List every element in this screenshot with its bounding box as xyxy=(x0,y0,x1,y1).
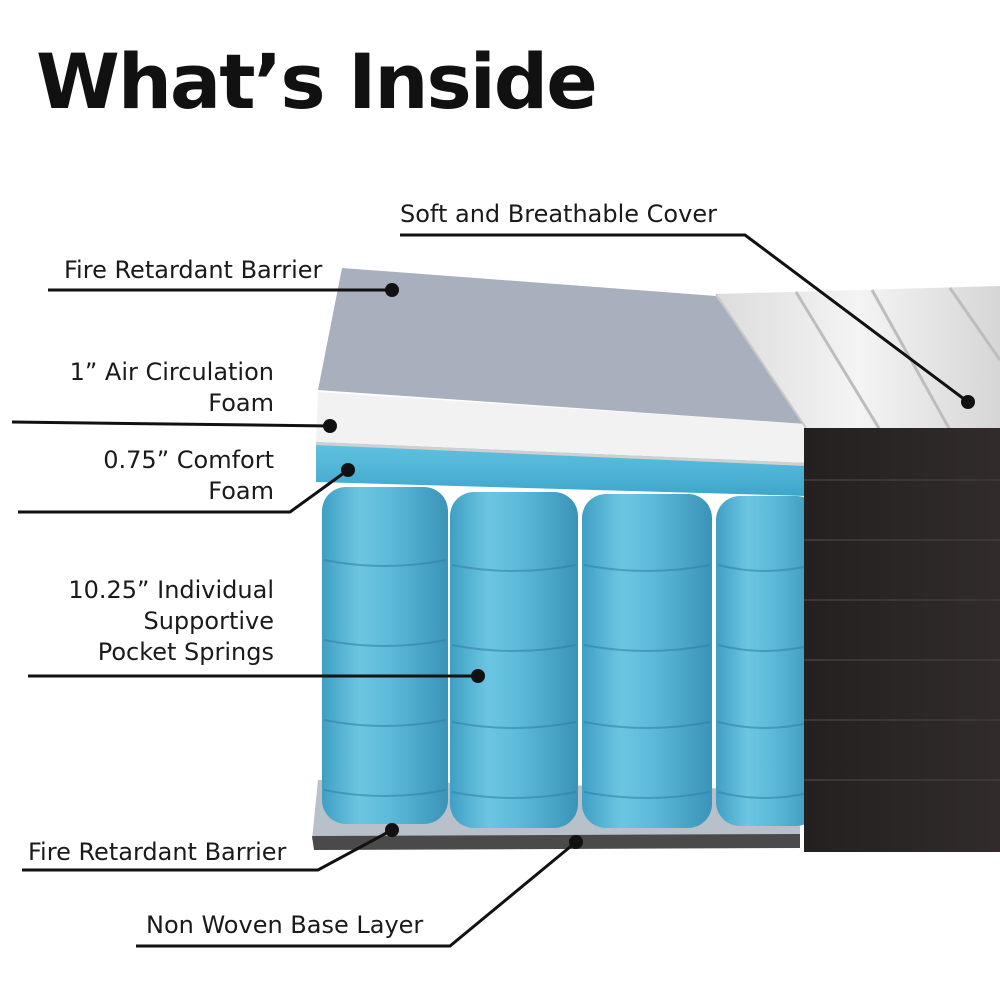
label-cover: Soft and Breathable Cover xyxy=(400,200,717,228)
pocket-spring xyxy=(582,494,712,828)
marker-dot-base xyxy=(569,835,583,849)
page-title: What’s Inside xyxy=(36,37,598,126)
pocket-spring xyxy=(450,492,578,828)
leader-line-comfort-foam xyxy=(18,468,349,514)
label-fire-barrier-top: Fire Retardant Barrier xyxy=(64,256,323,284)
air-circulation-foam-layer xyxy=(316,392,806,466)
leader-line-base xyxy=(136,840,577,948)
label-fire-barrier-bottom: Fire Retardant Barrier xyxy=(28,838,287,866)
leader-line-fire-bottom xyxy=(22,828,393,872)
marker-dot-fire-top xyxy=(385,283,399,297)
pocket-spring xyxy=(322,487,448,824)
marker-dot-springs xyxy=(471,669,485,683)
label-air-foam: 1” Air Circulation Foam xyxy=(69,358,274,417)
label-comfort-foam: 0.75” Comfort Foam xyxy=(103,446,274,505)
pocket-spring xyxy=(716,496,820,826)
label-base-layer: Non Woven Base Layer xyxy=(146,911,424,939)
leader-line-cover xyxy=(400,233,969,404)
marker-dot-air-foam xyxy=(323,419,337,433)
marker-dot-cover xyxy=(961,395,975,409)
leader-line-air-foam xyxy=(11,420,331,428)
marker-dot-comfort-foam xyxy=(341,463,355,477)
pocket-springs xyxy=(322,487,820,828)
top-fire-barrier-layer xyxy=(318,268,806,424)
label-pocket-springs: 10.25” Individual Supportive Pocket Spri… xyxy=(68,576,274,666)
marker-dot-fire-bottom xyxy=(385,823,399,837)
side-panel xyxy=(804,428,1000,852)
